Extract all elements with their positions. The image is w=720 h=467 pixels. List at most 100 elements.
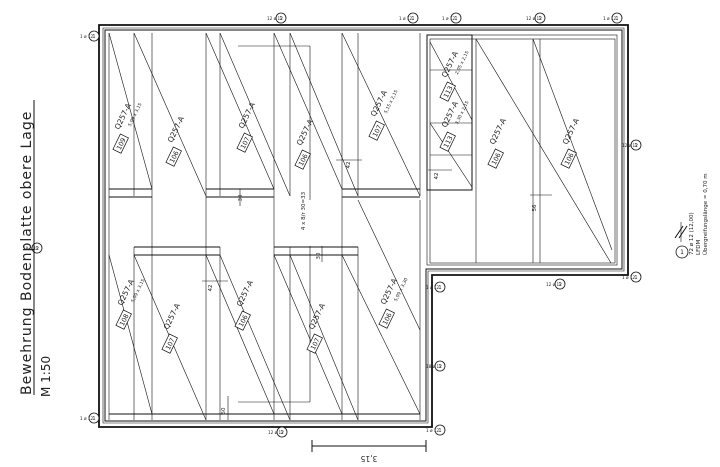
bar-marker: 112 ø 12 [546,278,566,290]
panel-count-box [234,310,251,331]
dimension-value: 50 [221,407,227,414]
bar-marker: 11 ø 12 [442,12,462,24]
panel-type-label: Q257-A [166,114,187,144]
dimension-value: 42 [346,162,352,169]
bar-marker-text: 1 ø 12 [442,16,456,21]
panel-count-box [368,120,385,141]
panel-count-box [115,309,132,330]
bar-marker: 112 ø 12 [267,12,287,24]
dimension-value: 30 [238,194,244,201]
panel-count-box [161,333,178,354]
bar-marker-text: 18 ø 12 [426,364,442,369]
panel-type-label: Q257-A [295,117,316,147]
bar-marker-number: 1 [279,16,282,22]
bar-marker-circle [434,281,446,293]
bar-marker: 112 ø 12 [622,139,642,151]
bar-marker: 112 ø 12 [268,426,288,438]
bar-marker-circle [276,426,288,438]
bottom-dimension: 3,15 [311,440,427,463]
panel-count-box [165,146,182,167]
dimension-value: 56 [532,204,538,211]
bar-marker-circle [630,139,642,151]
legend: 1 72 ø 12 (12,00) LFDM Übergreifungsläng… [674,173,709,259]
legend-marker-number: 1 [680,249,684,256]
mat-diagonals [108,32,421,421]
bar-marker-text: 1 ø 12 [399,16,413,21]
panel-count-box [294,149,311,170]
dimension-value: 4 x 8/r 30=33 [301,191,307,230]
bar-marker-number: 1 [538,16,541,22]
drawing-title: Bewehrung Bodenplatte obere Lage [19,111,35,395]
panel-count-box [487,148,504,169]
bar-marker-circle [275,12,287,24]
drawing-scale: M 1:50 [39,356,53,397]
bar-marker-number: 1 [92,416,95,422]
bar-marker-number: 1 [634,143,637,149]
bar-marker: 11 ø 12 [80,30,100,42]
bar-marker-circle [450,12,462,24]
bar-marker-number: 1 [92,34,95,40]
panel-count-box [306,333,323,354]
bar-marker-number: 1 [558,282,561,288]
panel-count-box [439,81,456,102]
bar-marker-circle [554,278,566,290]
panel-count-box [236,132,253,153]
panel-type-label: Q257-A [162,301,183,331]
bar-marker-number: 1 [615,16,618,22]
bar-marker-number: 1 [438,428,441,434]
bar-marker-number: 1 [411,16,414,22]
bar-marker-text: 12 ø 12 [268,430,284,435]
bar-marker-circle [407,12,419,24]
bar-marker-text: 1 ø 12 [80,416,94,421]
bar-marker-number: 1 [438,285,441,291]
panel-type-label: Q257-A [237,100,258,130]
bar-marker-number: 1 [280,430,283,436]
bar-marker: 11 ø 12 [426,281,446,293]
dimension-value: 30 [316,252,322,259]
bar-marker-text: 1 ø 12 [426,428,440,433]
bar-marker-number: 1 [35,246,38,252]
bar-marker-circle [88,30,100,42]
bar-marker: 112 ø 12 [526,12,546,24]
right-subarea [426,34,618,266]
bar-marker-text: 12 ø 12 [267,16,283,21]
bar-marker: 11 ø 12 [603,12,623,24]
legend-line-1: 72 ø 12 (12,00) [689,212,695,255]
bar-marker-text: 12 ø 12 [546,282,562,287]
bar-marker: 11 ø 12 [80,412,100,424]
bar-marker-circle [534,12,546,24]
dimension-value: 42 [434,173,440,180]
legend-line-2: LFDM [696,240,702,255]
panel-count-box [378,308,395,329]
bar-marker-text: 18 ø 12 [23,246,39,251]
bar-marker-circle [88,412,100,424]
bar-marker-circle [611,12,623,24]
mat-grid [108,33,452,420]
bar-marker-number: 1 [454,16,457,22]
panel-count-box [560,148,577,169]
slab-outline [98,24,629,428]
bar-marker: 11 ø 12 [426,424,446,436]
bar-marker-text: 1 ø 12 [622,275,636,280]
legend-line-3: Übergreifungslänge = 0,70 m [702,173,709,255]
panel-count-box [112,133,129,154]
bar-marker-text: 12 ø 12 [622,143,638,148]
dimension-label: 3,15 [360,454,377,463]
panel-type-label: Q257-A [235,278,256,308]
bar-marker: 11 ø 12 [399,12,419,24]
bar-marker-number: 1 [634,275,637,281]
panel-count-box [439,131,456,152]
